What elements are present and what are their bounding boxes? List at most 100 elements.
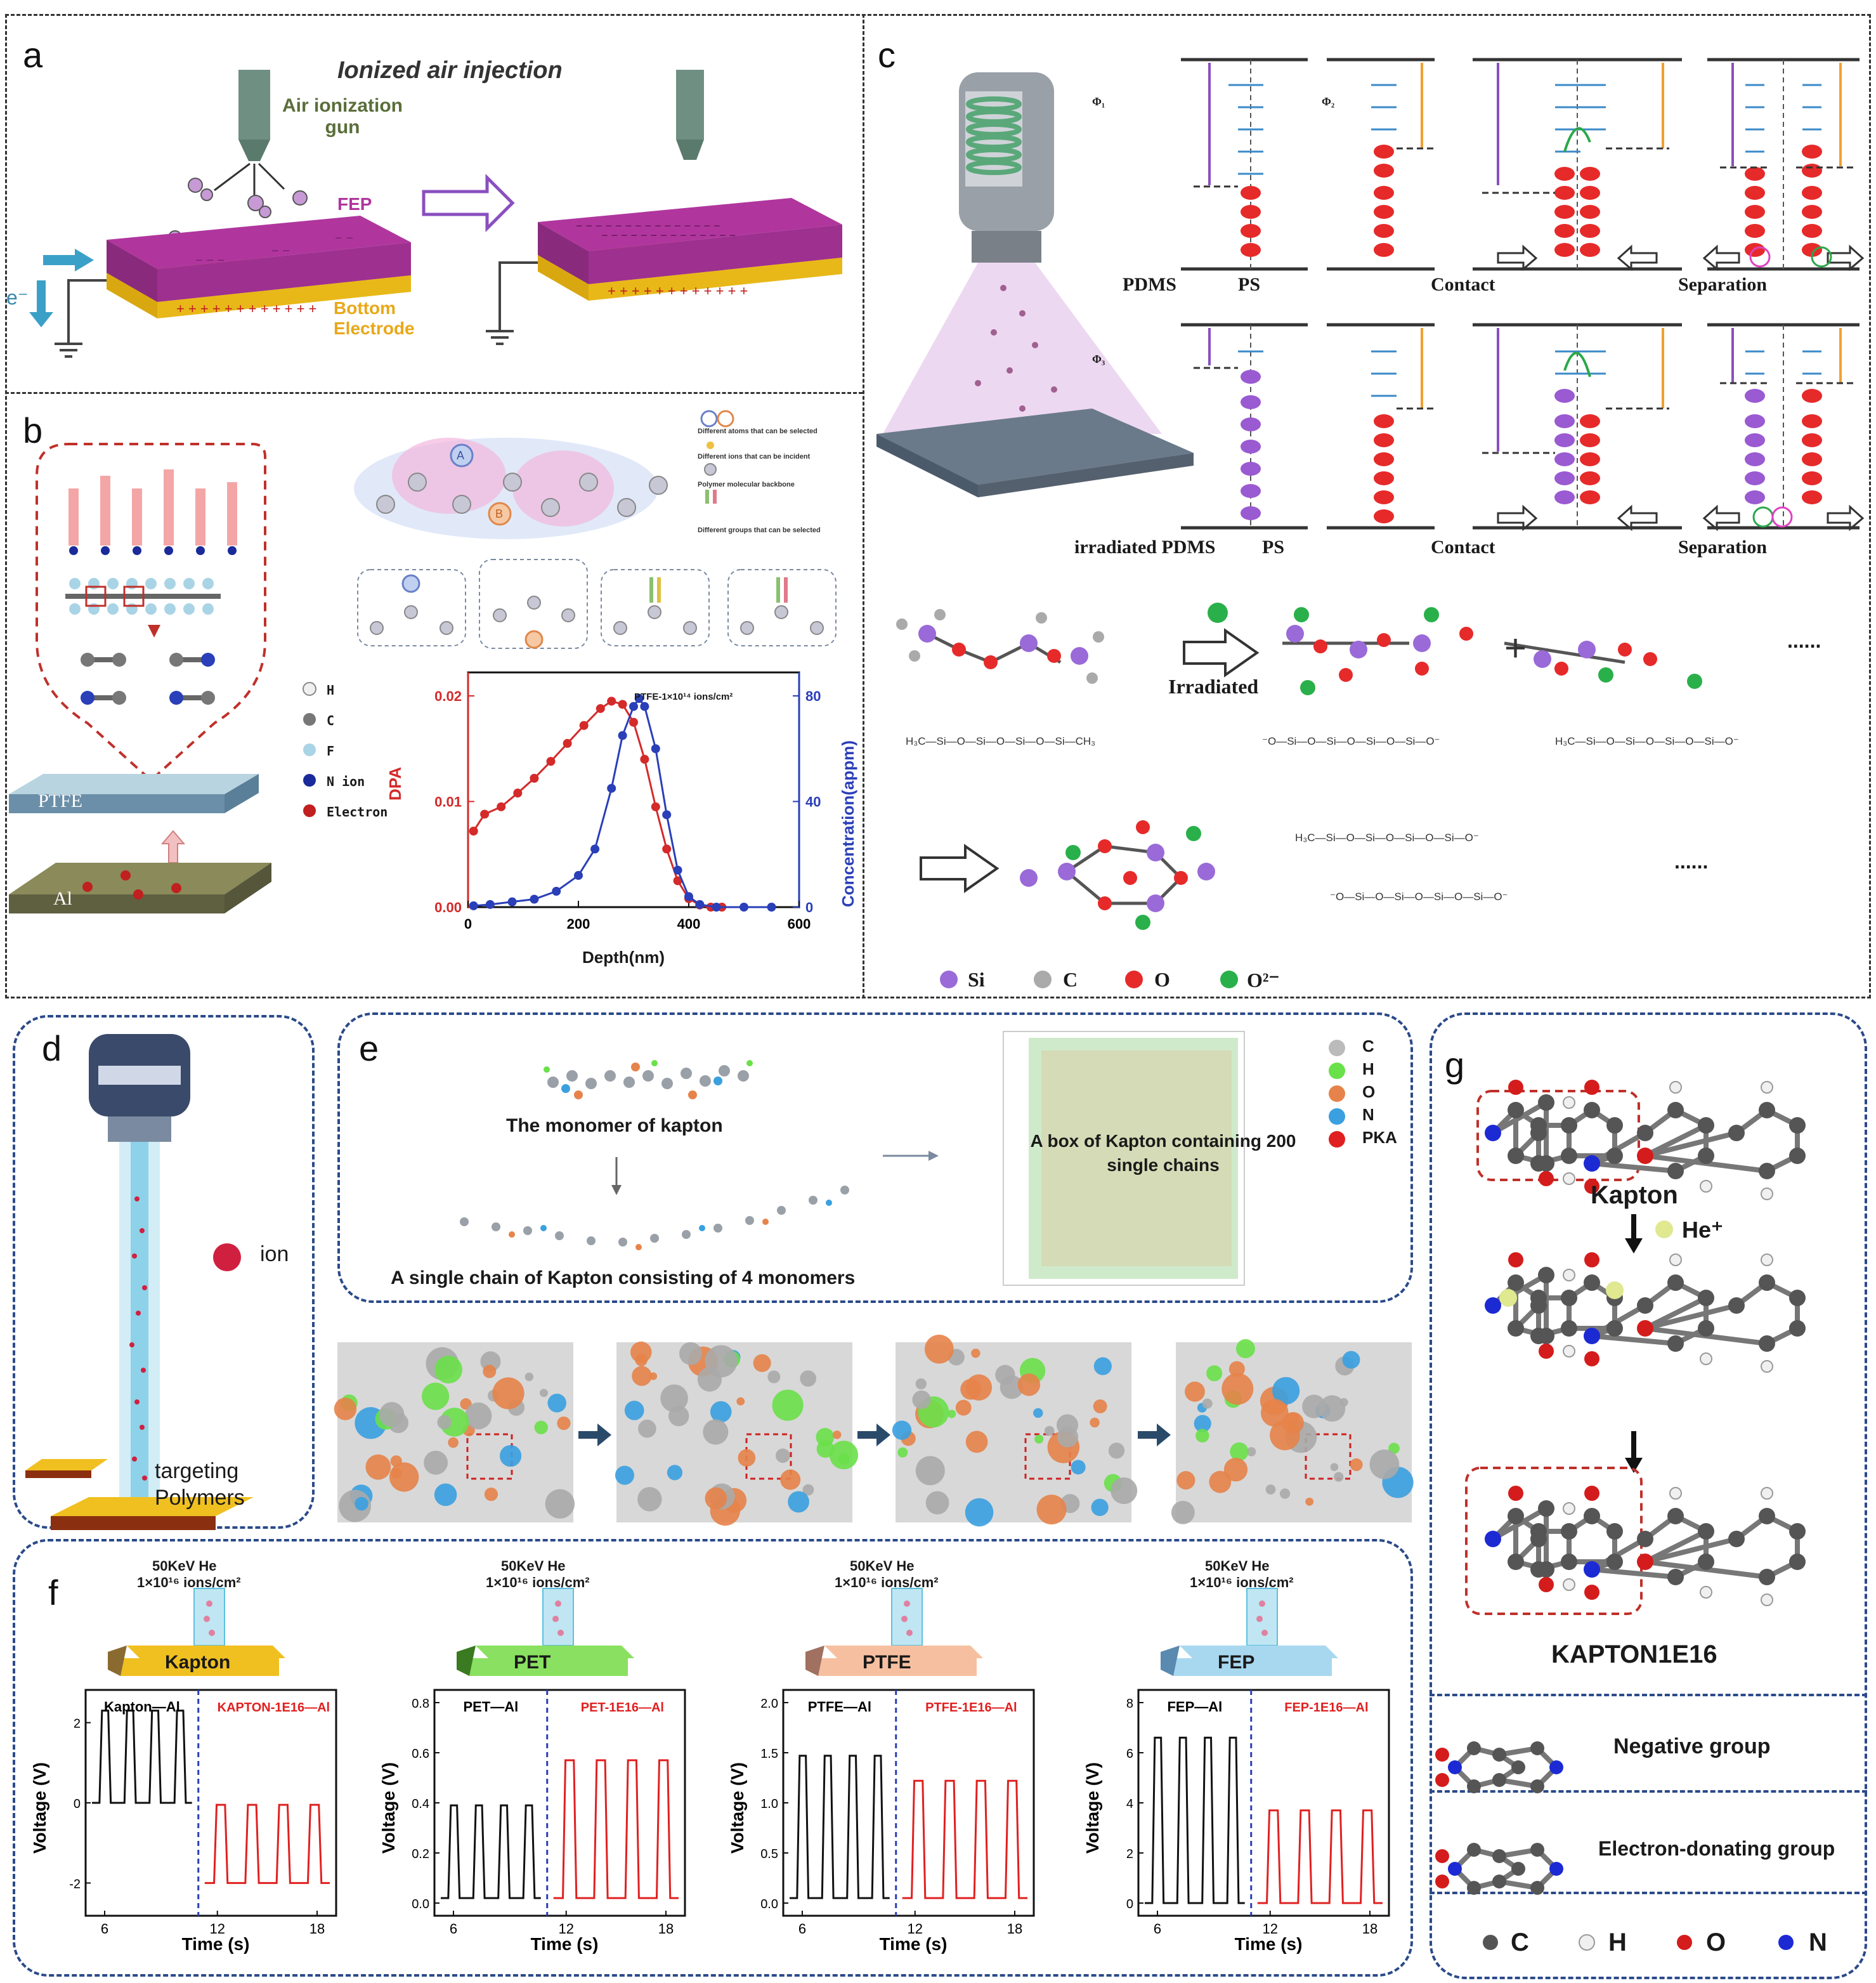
panel-a-title: Ionized air injection [337,57,563,84]
al-slab-top [9,863,271,894]
atom-sphere [1223,1458,1248,1482]
data-point-dpa [469,827,478,836]
data-point-concentration [618,731,627,740]
y-tick-label: 2.0 [760,1697,778,1711]
polymer-target [51,1497,254,1516]
atom-sphere [1033,1408,1043,1418]
y-tick-label: 0.6 [412,1747,429,1761]
atom-sphere [1302,1394,1326,1418]
atom-sphere [1034,1434,1044,1444]
data-point-dpa [563,738,572,748]
atom-sphere [632,1366,652,1386]
air-gun-nozzle [238,140,270,161]
atom-sphere [492,1377,524,1410]
data-point-concentration [507,897,517,906]
y-right-tick-label: 40 [805,794,821,810]
atom-sphere [1111,1477,1138,1504]
atom-sphere [1272,1377,1300,1404]
atom-sphere [965,1430,988,1453]
atom-sphere [1093,1399,1107,1413]
atom-sphere [638,1419,656,1438]
signal-after [902,1779,1027,1899]
atom-sphere [705,1487,727,1510]
atom-sphere [334,1397,357,1420]
atom-sphere [1319,1395,1346,1422]
kapton1e16-label: KAPTON1E16 [1551,1640,1717,1668]
ion-beams [68,469,237,555]
data-point-dpa [480,809,490,819]
svg-text:H₃C—Si—O—Si—O—Si—O—Si—O⁻: H₃C—Si—O—Si—O—Si—O—Si—O⁻ [1555,735,1739,747]
data-point-concentration [673,865,682,875]
atom-sphere [484,1487,498,1502]
atom-sphere [434,1356,462,1384]
legend-b-electron: Electron [327,804,388,820]
electron-states [1241,145,1822,523]
x-tick-label: 18 [309,1921,325,1937]
data-point-concentration [629,702,638,711]
negative-group-label: Negative group [1613,1734,1771,1758]
chart-b-annotation: PTFE-1×10¹⁴ ions/cm² [634,691,733,702]
data-point-concentration [607,783,616,793]
material-label: Kapton [165,1652,231,1673]
signal-after [1257,1809,1383,1904]
y-tick-label: -2 [69,1877,81,1891]
atom-sphere [483,1365,497,1378]
atom-sphere [802,1484,814,1496]
kapton1e16-molecule [1485,1486,1806,1606]
atom-sphere [355,1496,368,1511]
atom-sphere [1176,1470,1195,1490]
x-axis-label: Time (s) [880,1934,948,1954]
atom-sphere [915,1456,945,1486]
al-slab-label: Al [53,888,72,909]
data-point-concentration [662,810,672,820]
beam-fluence-label: 1×10¹⁶ ions/cm² [1190,1574,1294,1590]
chart-b-ylabel-left: DPA [386,767,405,801]
legend-b-f: F [327,743,335,759]
atom-sphere [1230,1442,1249,1462]
label-before: PTFE—Al [808,1699,871,1715]
material-label: PTFE [863,1652,911,1673]
y-tick-label: 4 [1126,1797,1133,1811]
label-after: PTFE-1E16—Al [925,1701,1017,1715]
material-slab-kapton [108,1588,285,1676]
label-pdms: PDMS [1123,274,1176,295]
y-tick-label: 6 [1126,1747,1133,1761]
ion-legend-label: ion [260,1242,289,1266]
atom-sphere [1036,1495,1067,1525]
atom-sphere [925,1334,954,1364]
x-tick-label: 0 [464,916,472,932]
ab-horizontal-divider [5,392,863,394]
atom-sphere [947,1410,956,1418]
atom-sphere [915,1378,927,1390]
atom-label-b: B [495,507,504,520]
ion-beam-cone [883,263,1162,434]
negative-group-icon [1435,1741,1563,1793]
atom-sphere [971,1349,980,1358]
data-point-concentration [651,744,660,754]
y-left-tick-label: 0.02 [434,688,462,704]
atom-sphere [1093,1357,1112,1375]
atom-sphere [534,1420,548,1434]
ellipsis-2: ...... [1674,850,1709,873]
y-tick-label: 0.5 [760,1847,778,1861]
y-tick-label: 0 [1126,1897,1133,1911]
atom-sphere [448,1437,459,1448]
legend-b-nion: N ion [327,774,365,789]
atom-sphere [379,1402,405,1427]
polymer-backbone [376,473,668,517]
chart-b-xlabel: Depth(nm) [582,948,665,967]
atom-sphere [995,1365,1015,1385]
panel-d-label: d [42,1028,62,1068]
atom-sphere [1171,1500,1195,1524]
y-left-tick-label: 0.01 [434,794,462,810]
electron-label: e⁻ [6,286,29,309]
y-tick-label: 1.5 [760,1747,778,1761]
legend-e-n: N [1362,1105,1374,1124]
atom-sphere [1108,1443,1125,1459]
panel-f-label: f [48,1573,58,1613]
data-point-concentration [590,844,600,854]
panel-e-label: e [359,1028,379,1068]
atom-sphere [800,1370,817,1387]
